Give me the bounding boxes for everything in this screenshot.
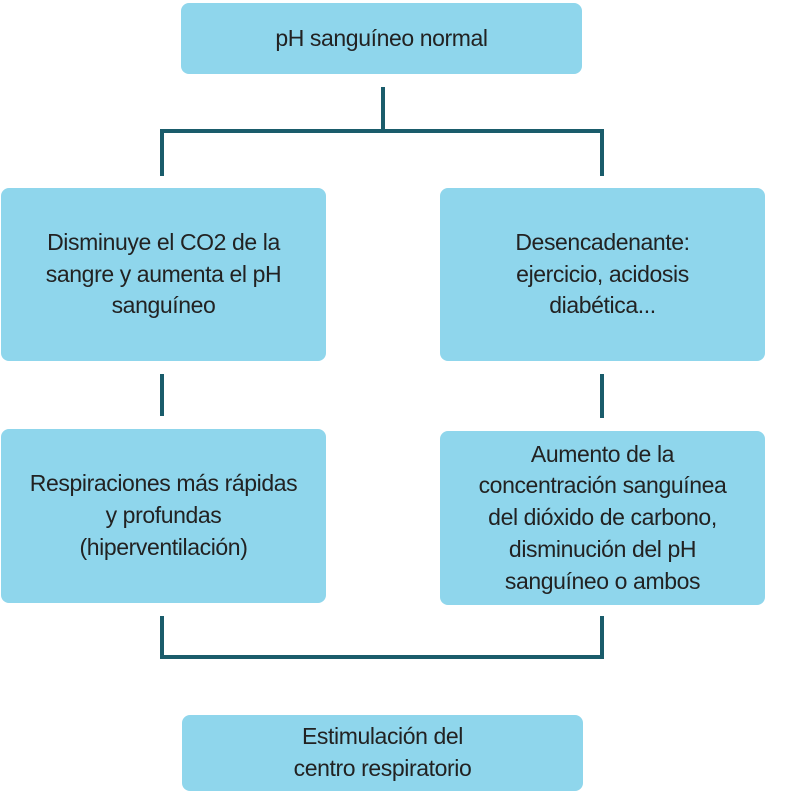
node-normal-blood-ph: pH sanguíneo normal: [181, 3, 582, 74]
node-co2-increase-ph-decrease: Aumento de la concentración sanguínea de…: [440, 431, 765, 605]
node-respiratory-center-stimulation: Estimulación del centro respiratorio: [182, 715, 583, 791]
node-co2-decrease-ph-increase: Disminuye el CO2 de la sangre y aumenta …: [1, 188, 326, 361]
node-trigger: Desencadenante: ejercicio, acidosis diab…: [440, 188, 765, 361]
node-hyperventilation: Respiraciones más rápidas y profundas (h…: [1, 429, 326, 603]
